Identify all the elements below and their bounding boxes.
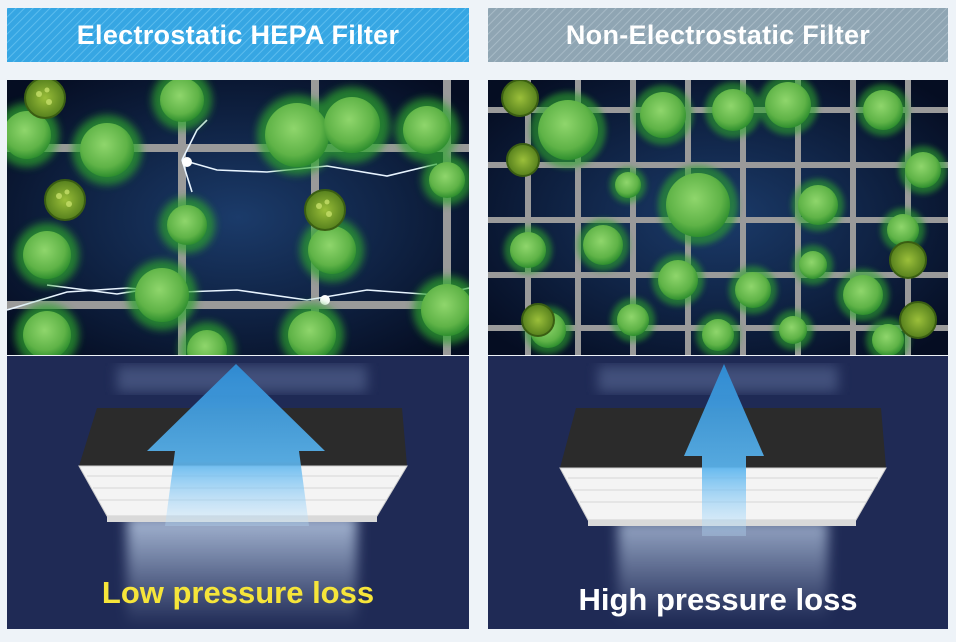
electrostatic-airflow-view [7, 356, 469, 629]
electrostatic-filter-illustration [78, 364, 408, 626]
high-pressure-caption: High pressure loss [578, 582, 858, 617]
air-mist [127, 516, 357, 626]
captured-particles [7, 80, 469, 355]
non-electrostatic-mesh-illustration [488, 80, 948, 355]
non-electrostatic-mesh-view [488, 80, 948, 355]
electrostatic-mesh-illustration [7, 80, 469, 355]
air-mist [618, 521, 828, 621]
electrostatic-mesh-view [7, 80, 469, 355]
non-electrostatic-header: Non-Electrostatic Filter [488, 8, 948, 62]
spark-node [320, 295, 330, 305]
clogging-particles [501, 80, 947, 355]
non-electrostatic-filter-illustration [559, 364, 887, 621]
low-pressure-caption: Low pressure loss [101, 575, 375, 610]
electrostatic-title: Electrostatic HEPA Filter [76, 19, 400, 50]
non-electrostatic-airflow-view [488, 356, 948, 629]
narrow-up-arrow [684, 364, 764, 536]
electrostatic-header: Electrostatic HEPA Filter [7, 8, 469, 62]
wide-up-arrow [147, 364, 325, 526]
spark-node [182, 157, 192, 167]
non-electrostatic-title: Non-Electrostatic Filter [565, 19, 871, 50]
